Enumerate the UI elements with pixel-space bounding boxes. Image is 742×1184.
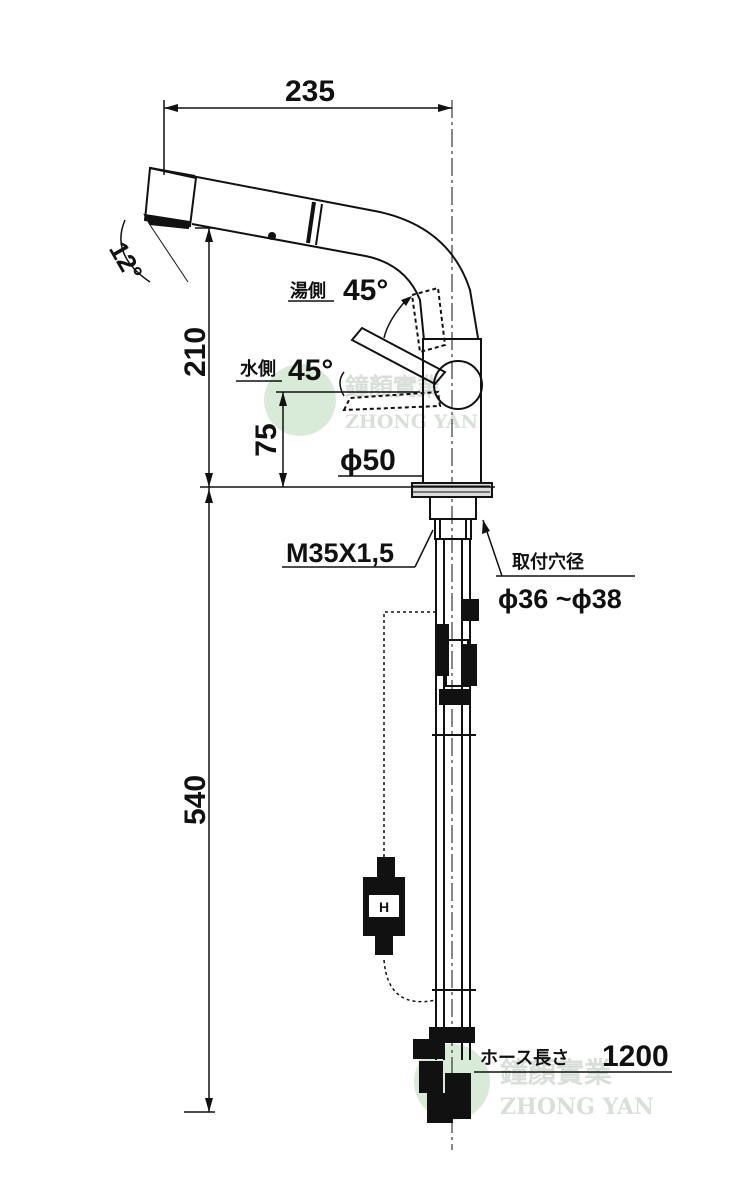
shank-and-hoses: H: [363, 496, 479, 1123]
dim-mounting-hole-range: ϕ36 ~ϕ38: [498, 584, 622, 614]
dim-210: 210: [179, 327, 212, 377]
label-hot-side: 湯側: [290, 280, 326, 302]
dim-hot-45-degree: 45°: [343, 274, 388, 307]
dim-540: 540: [179, 775, 212, 825]
dim-235: 235: [285, 75, 335, 108]
dimension-spout-height: 210: [179, 227, 215, 487]
dimension-spout-angle: 12°: [103, 219, 189, 286]
dim-75: 75: [250, 423, 283, 456]
annotation-hot-handle: 湯側 45°: [288, 274, 412, 339]
annotation-hose-length: ホース長さ 1200: [474, 1040, 672, 1073]
dim-hose-length: 1200: [602, 1040, 669, 1073]
dimension-below-counter: 540: [179, 487, 215, 1113]
watermark-logo-icon: [264, 364, 336, 436]
dim-12-degree: 12°: [103, 237, 149, 286]
dim-thread: M35X1,5: [286, 538, 394, 568]
faucet-body: [143, 166, 493, 498]
dimension-handle-height: 75: [250, 391, 420, 487]
watermark-text-en: ZHONG YAN: [345, 411, 478, 433]
annotation-thread: M35X1,5: [282, 529, 434, 568]
watermark-text-en: ZHONG YAN: [500, 1094, 654, 1120]
watermark-top: 鐘顏實業 ZHONG YAN: [264, 364, 478, 436]
svg-text:H: H: [379, 899, 389, 915]
label-mounting-hole: 取付穴径: [512, 551, 584, 573]
dimension-overall-width: 235: [163, 75, 453, 1150]
dim-cold-45-degree: 45°: [288, 354, 333, 387]
label-hose-length: ホース長さ: [480, 1048, 569, 1069]
annotation-mounting-hole: 取付穴径 ϕ36 ~ϕ38: [482, 519, 635, 614]
label-cold-side: 水側: [240, 358, 276, 380]
dim-phi-50: ϕ50: [340, 444, 396, 477]
dimension-body-diameter: ϕ50: [338, 444, 423, 477]
annotation-cold-handle: 水側 45°: [236, 354, 345, 397]
watermark-text-cn: 鐘顏實業: [345, 372, 441, 401]
